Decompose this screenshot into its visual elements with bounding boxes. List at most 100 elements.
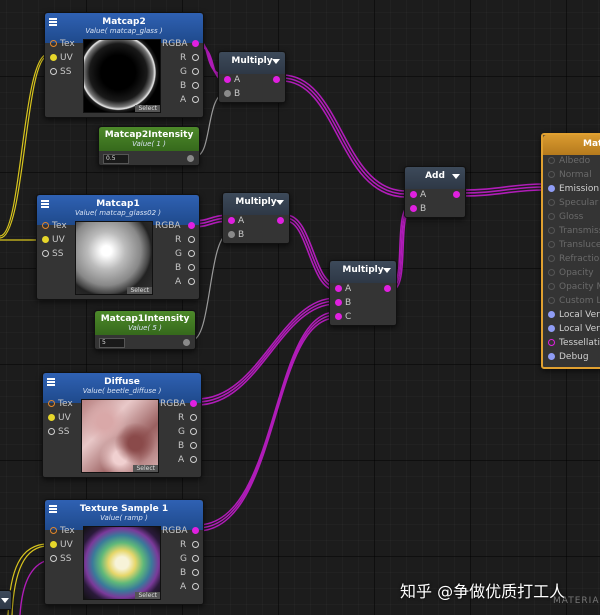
node-header[interactable]: Matc bbox=[543, 135, 600, 155]
g-port[interactable] bbox=[192, 68, 199, 75]
node-header[interactable]: Add bbox=[405, 167, 465, 189]
input-a-port[interactable] bbox=[224, 76, 231, 83]
input-c-port[interactable] bbox=[335, 313, 342, 320]
material-input-port[interactable] bbox=[548, 171, 555, 178]
node-header[interactable]: Diffuse Value( beetle_diffuse ) bbox=[43, 373, 201, 403]
material-input-port[interactable] bbox=[548, 269, 555, 276]
node-header[interactable]: Multiply bbox=[223, 193, 289, 215]
tex-port[interactable] bbox=[50, 40, 57, 47]
uv-port[interactable] bbox=[42, 236, 49, 243]
node-header[interactable]: Multiply bbox=[330, 261, 396, 283]
g-port[interactable] bbox=[188, 250, 195, 257]
menu-icon[interactable] bbox=[49, 18, 57, 26]
material-input-port[interactable] bbox=[548, 283, 555, 290]
material-input-port[interactable] bbox=[548, 227, 555, 234]
input-a-port[interactable] bbox=[335, 285, 342, 292]
r-port[interactable] bbox=[188, 236, 195, 243]
output-port[interactable] bbox=[277, 217, 284, 224]
node-header[interactable]: Matcap1Intensity Value( 5 ) bbox=[95, 311, 195, 335]
multiply-node-3[interactable]: Multiply A B C bbox=[329, 260, 397, 326]
chevron-down-icon[interactable] bbox=[452, 174, 460, 179]
menu-icon[interactable] bbox=[49, 505, 57, 513]
select-button[interactable]: Select bbox=[135, 105, 160, 112]
output-port[interactable] bbox=[453, 191, 460, 198]
material-input-port[interactable] bbox=[548, 157, 555, 164]
rgba-port[interactable] bbox=[190, 400, 197, 407]
a-port[interactable] bbox=[192, 96, 199, 103]
menu-icon[interactable] bbox=[47, 378, 55, 386]
ss-port[interactable] bbox=[48, 428, 55, 435]
matcap1-intensity-node[interactable]: Matcap1Intensity Value( 5 ) 5 bbox=[94, 310, 196, 350]
a-port[interactable] bbox=[190, 456, 197, 463]
material-input-port[interactable] bbox=[548, 353, 555, 360]
texture-sample-1-node[interactable]: Texture Sample 1 Value( ramp ) Tex UV SS… bbox=[44, 499, 204, 605]
ss-port[interactable] bbox=[42, 250, 49, 257]
r-port[interactable] bbox=[192, 541, 199, 548]
a-port[interactable] bbox=[192, 583, 199, 590]
input-a-port[interactable] bbox=[410, 191, 417, 198]
material-input-port[interactable] bbox=[548, 297, 555, 304]
output-port[interactable] bbox=[273, 76, 280, 83]
material-input-port[interactable] bbox=[548, 325, 555, 332]
node-header[interactable]: Texture Sample 1 Value( ramp ) bbox=[45, 500, 203, 530]
tex-port[interactable] bbox=[48, 400, 55, 407]
material-input-port[interactable] bbox=[548, 311, 555, 318]
matcap2-node[interactable]: Matcap2 Value( matcap_glass ) Tex UV SS … bbox=[44, 12, 204, 118]
uv-port[interactable] bbox=[48, 414, 55, 421]
value-field[interactable]: 0.5 bbox=[103, 154, 129, 164]
r-port[interactable] bbox=[192, 54, 199, 61]
b-port[interactable] bbox=[190, 442, 197, 449]
node-header[interactable]: Matcap1 Value( matcap_glass02 ) bbox=[37, 195, 199, 225]
multiply-node-2[interactable]: Multiply A B bbox=[222, 192, 290, 244]
b-port[interactable] bbox=[192, 569, 199, 576]
rgba-port[interactable] bbox=[188, 222, 195, 229]
select-button[interactable]: Select bbox=[133, 465, 158, 472]
chevron-down-icon[interactable] bbox=[1, 598, 9, 603]
diffuse-node[interactable]: Diffuse Value( beetle_diffuse ) Tex UV S… bbox=[42, 372, 202, 478]
material-input-port[interactable] bbox=[548, 241, 555, 248]
matcap1-node[interactable]: Matcap1 Value( matcap_glass02 ) Tex UV S… bbox=[36, 194, 200, 300]
output-port[interactable] bbox=[187, 155, 194, 162]
uv-port[interactable] bbox=[50, 541, 57, 548]
input-b-port[interactable] bbox=[228, 231, 235, 238]
matcap2-intensity-node[interactable]: Matcap2Intensity Value( 1 ) 0.5 bbox=[98, 126, 200, 166]
chevron-down-icon[interactable] bbox=[383, 268, 391, 273]
b-port[interactable] bbox=[192, 82, 199, 89]
node-header[interactable]: Matcap2 Value( matcap_glass ) bbox=[45, 13, 203, 43]
tex-port[interactable] bbox=[42, 222, 49, 229]
chevron-down-icon[interactable] bbox=[272, 59, 280, 64]
material-input-port[interactable] bbox=[548, 185, 555, 192]
output-port[interactable] bbox=[183, 339, 190, 346]
output-port[interactable] bbox=[384, 285, 391, 292]
multiply-node-1[interactable]: Multiply A B bbox=[218, 51, 286, 103]
input-b-port[interactable] bbox=[410, 205, 417, 212]
material-input-port[interactable] bbox=[548, 213, 555, 220]
rgba-port[interactable] bbox=[192, 527, 199, 534]
material-input-port[interactable] bbox=[548, 255, 555, 262]
node-header[interactable]: Matcap2Intensity Value( 1 ) bbox=[99, 127, 199, 151]
menu-icon[interactable] bbox=[41, 200, 49, 208]
r-port[interactable] bbox=[190, 414, 197, 421]
input-a-port[interactable] bbox=[228, 217, 235, 224]
node-header[interactable]: Multiply bbox=[219, 52, 285, 74]
material-output-node[interactable]: Matc AlbedoNormalEmissionSpecularGlossTr… bbox=[541, 133, 600, 369]
offscreen-node-fragment[interactable] bbox=[0, 590, 12, 610]
ss-port[interactable] bbox=[50, 68, 57, 75]
material-input-port[interactable] bbox=[548, 339, 555, 346]
uv-port[interactable] bbox=[50, 54, 57, 61]
chevron-down-icon[interactable] bbox=[276, 200, 284, 205]
select-button[interactable]: Select bbox=[127, 287, 152, 294]
value-field[interactable]: 5 bbox=[99, 338, 125, 348]
ss-port[interactable] bbox=[50, 555, 57, 562]
tex-port[interactable] bbox=[50, 527, 57, 534]
node-header[interactable] bbox=[0, 591, 11, 609]
a-port[interactable] bbox=[188, 278, 195, 285]
select-button[interactable]: Select bbox=[135, 592, 160, 599]
g-port[interactable] bbox=[192, 555, 199, 562]
b-port[interactable] bbox=[188, 264, 195, 271]
add-node[interactable]: Add A B bbox=[404, 166, 466, 218]
input-b-port[interactable] bbox=[224, 90, 231, 97]
input-b-port[interactable] bbox=[335, 299, 342, 306]
rgba-port[interactable] bbox=[192, 40, 199, 47]
g-port[interactable] bbox=[190, 428, 197, 435]
